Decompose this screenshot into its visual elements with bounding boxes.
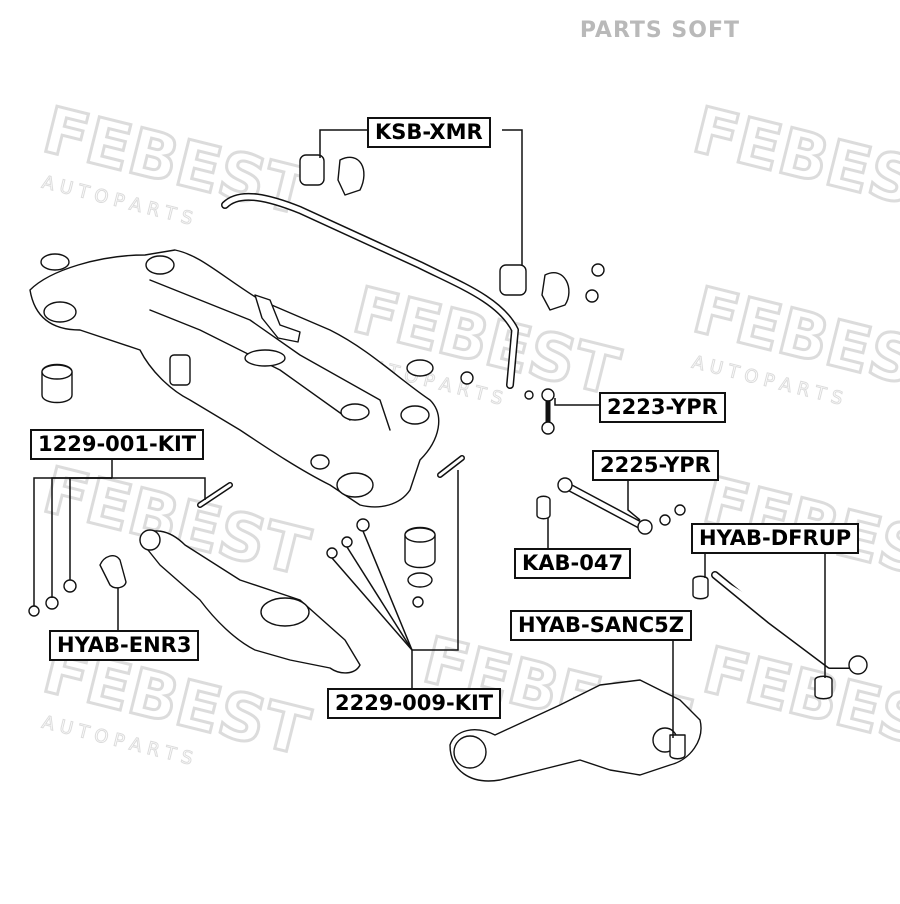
knuckle-bushing	[669, 734, 686, 760]
nut-icon	[659, 514, 671, 526]
washer-icon	[341, 536, 353, 548]
bushing-bracket-top	[337, 156, 365, 196]
washer-icon	[63, 579, 77, 593]
leader-lines	[33, 129, 826, 738]
subframe-mount-washer	[406, 359, 434, 377]
rear-subframe	[29, 249, 440, 508]
part-label-hyab-sanc5z[interactable]: HYAB-SANC5Z	[510, 610, 692, 641]
bracket-plate	[254, 294, 301, 343]
part-label-2229-009-kit[interactable]: 2229-009-KIT	[327, 688, 502, 719]
part-label-hyab-dfrup[interactable]: HYAB-DFRUP	[691, 523, 860, 554]
part-label-ksb-xmr[interactable]: KSB-XMR	[367, 117, 491, 148]
stabilizer-bushing-top	[299, 154, 325, 186]
nut-icon	[674, 504, 686, 516]
washer-icon	[356, 518, 370, 532]
part-label-2225-ypr[interactable]: 2225-YPR	[592, 450, 719, 481]
part-label-kab-047[interactable]: KAB-047	[514, 548, 632, 579]
arm-bushing	[814, 675, 833, 700]
watermark-text: FEBEST	[686, 94, 900, 231]
arm-bushing	[536, 495, 551, 520]
brand-watermark: PARTS SOFT	[579, 18, 740, 43]
part-label-2223-ypr[interactable]: 2223-YPR	[599, 392, 726, 423]
watermark-text: FEBEST	[696, 634, 900, 771]
part-label-hyab-enr3[interactable]: HYAB-ENR3	[49, 630, 200, 661]
nut-icon	[45, 596, 59, 610]
lower-control-arm	[139, 530, 361, 674]
bolt-icon	[585, 289, 599, 303]
nut-icon	[28, 605, 40, 617]
washer-icon	[326, 547, 338, 559]
stabilizer-bushing-right	[499, 264, 527, 296]
rear-knuckle	[449, 679, 702, 782]
bushing-bracket-right	[541, 272, 570, 311]
bolt-icon	[591, 263, 605, 277]
nut-icon	[460, 371, 474, 385]
subframe-mount-washer	[40, 253, 70, 271]
arm-bushing	[99, 555, 127, 589]
arm-bushing	[692, 575, 709, 600]
part-label-1229-001-kit[interactable]: 1229-001-KIT	[30, 429, 205, 460]
